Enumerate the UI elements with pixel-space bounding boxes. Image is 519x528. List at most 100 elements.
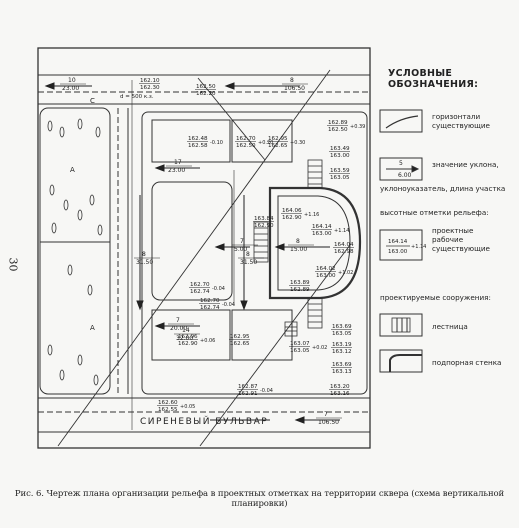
elevation-existing: 162.90 (282, 215, 302, 221)
left-lawn-block (39, 107, 111, 395)
elevation-project: 164.14 (312, 224, 332, 230)
elevation-existing: 163.05 (290, 348, 310, 354)
elevation-existing: 163.05 (330, 175, 350, 181)
elevation-project: 162.87 (238, 384, 258, 390)
elevation-existing: 162.58 (188, 143, 208, 149)
elevation-project: 163.59 (330, 168, 350, 174)
elevation-project: 163.69 (332, 324, 352, 330)
legend-exist-label: существующие (432, 244, 490, 253)
elevation-existing: 162.65 (268, 143, 288, 149)
elevation-project: 164.02 (316, 266, 336, 272)
elevation-project: 163.89 (290, 280, 310, 286)
elevation-project: 162.96 (178, 334, 198, 340)
slope-value: 8 (246, 251, 250, 258)
legend-slope-line1: значение уклона, (432, 160, 499, 169)
legend-slope-sample-top: 5 (399, 160, 403, 167)
elevation-project: 162.50 (196, 84, 216, 90)
legend-sample-work: +1.14 (411, 244, 426, 250)
stairs-south (307, 297, 323, 329)
legend-contours-line1: горизонтали (432, 112, 481, 121)
legend-structures-title: проектируемые сооружения: (380, 293, 491, 302)
elevation-work: -0.04 (222, 302, 235, 308)
elevation-project: 164.04 (334, 242, 354, 248)
slope-value: 8 (296, 238, 300, 245)
elevation-existing: 162.55 (158, 407, 178, 413)
elevation-work: +0.39 (350, 124, 365, 130)
zone-label-a: А (90, 324, 95, 332)
legend-slope-label-2: уклоноуказатель, длина участка (380, 184, 506, 193)
elevation-existing: 163.00 (312, 231, 332, 237)
slope-value: 10 (68, 77, 76, 84)
slope-length: 31.50 (136, 259, 153, 266)
elevation-project: 163.49 (330, 146, 350, 152)
slope-value: 8 (142, 251, 146, 258)
elevation-work: +0.05 (180, 404, 195, 410)
elevation-project: 162.89 (328, 120, 348, 126)
elevation-existing: 162.91 (238, 391, 258, 397)
legend-sample-top: 164.14 (388, 239, 408, 245)
elevation-existing: 162.90 (254, 223, 274, 229)
point-label-c: C (90, 97, 95, 105)
slope-length: 23.00 (168, 167, 185, 174)
elevation-project: 162.48 (188, 136, 208, 142)
legend-work-label: рабочие (432, 235, 464, 244)
elevation-project: 162.10 (140, 78, 160, 84)
slope-value: 7 (240, 238, 244, 245)
elevation-project: 162.95 (230, 334, 250, 340)
elevation-work: +0.02 (312, 345, 327, 351)
slope-length: 32.00 (176, 335, 193, 342)
stairs-north (307, 159, 323, 189)
elevation-existing: 162.20 (196, 91, 216, 97)
figure-caption: Рис. 6. Чертеж плана организации рельефа… (14, 489, 505, 509)
elevation-existing: 162.98 (334, 249, 354, 255)
elevation-existing: 162.74 (190, 289, 210, 295)
stairs-sw (284, 321, 298, 337)
elevation-project: 163.07 (290, 341, 310, 347)
elevation-existing: 163.00 (316, 273, 336, 279)
slope-value: 7 (176, 317, 180, 324)
zone-label-a: А (70, 166, 75, 174)
slope-length: 23.00 (62, 85, 79, 92)
elevation-project: 162.70 (190, 282, 210, 288)
elevation-project: 163.19 (332, 342, 352, 348)
elevation-existing: 162.50 (328, 127, 348, 133)
slope-value: 7 (324, 411, 328, 418)
legend-slope-symbol (379, 157, 423, 181)
elevation-existing: 163.00 (330, 153, 350, 159)
legend-slope-label: значение уклона, (432, 160, 499, 169)
legend-stairs-label: лестница (432, 322, 468, 331)
legend-contours-label: горизонтали существующие (432, 112, 490, 130)
elevation-project: 163.84 (254, 216, 274, 222)
elevation-project: 163.69 (332, 362, 352, 368)
stairs-west (253, 221, 269, 263)
elevation-existing: 163.13 (332, 369, 352, 375)
legend-sample-bottom: 163.00 (388, 249, 408, 255)
slope-value: 14 (182, 327, 190, 334)
elevation-existing: 162.50 (236, 143, 256, 149)
elevation-work: +1.16 (304, 212, 319, 218)
legend-stairs-symbol (379, 313, 423, 337)
slope-value: 8 (290, 77, 294, 84)
slope-value: 17 (174, 159, 182, 166)
elevation-project: 162.60 (158, 400, 178, 406)
slope-length: 20.00 (170, 325, 187, 332)
elevation-work: -0.10 (210, 140, 223, 146)
legend-heights-labels: проектные рабочие существующие (432, 226, 490, 253)
elevation-existing: 163.16 (330, 391, 350, 397)
elevation-project: 162.70 (236, 136, 256, 142)
legend-wall-symbol (379, 349, 423, 373)
elevation-project: 164.06 (282, 208, 302, 214)
elevation-work: +1.02 (338, 270, 353, 276)
legend-contour-symbol (379, 109, 423, 133)
elevation-work: +0.20 (258, 140, 273, 146)
legend-wall-label: подпорная стенка (432, 358, 502, 367)
elevation-project: 162.95 (268, 136, 288, 142)
elevation-existing: 162.90 (178, 341, 198, 347)
elevation-existing: 162.74 (200, 305, 220, 311)
street-label-bottom: СИРЕНЕВЫЙ БУЛЬВАР (140, 415, 268, 427)
elevation-existing: 162.89 (290, 287, 310, 293)
retaining-wall-arena (268, 186, 362, 300)
elevation-work: -0.04 (260, 388, 273, 394)
central-square (141, 111, 368, 395)
